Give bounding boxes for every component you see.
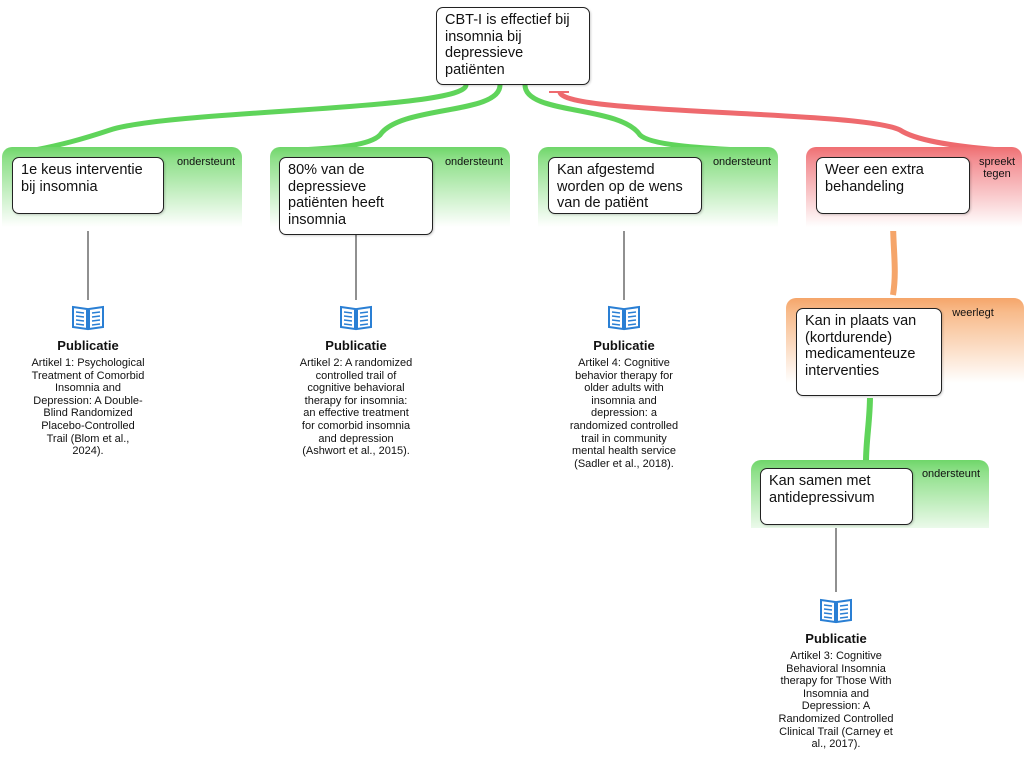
argument-node-3[interactable]: Kan afgestemd worden op de wens van de p… xyxy=(548,157,702,214)
open-book-icon[interactable] xyxy=(819,596,853,624)
publication-text-3: Artikel 4: Cognitive behavior therapy fo… xyxy=(569,357,679,470)
publication-title-4: Publicatie xyxy=(805,631,867,646)
connector-rebuttal-support xyxy=(863,395,873,463)
relation-label-arg1: ondersteunt xyxy=(176,156,236,168)
root-claim-node[interactable]: CBT-I is effectief bij insomnia bij depr… xyxy=(436,7,590,85)
argument-node-4[interactable]: Weer een extra behandeling xyxy=(816,157,970,214)
connector-root-arg3 xyxy=(522,84,741,153)
connector-arg4-rebuttal xyxy=(890,219,898,296)
support-rebuttal-node[interactable]: Kan samen met antidepressivum xyxy=(760,468,913,525)
relation-label-arg4: spreekt tegen xyxy=(978,156,1016,180)
publication-text-1: Artikel 1: Psychological Treatment of Co… xyxy=(31,357,145,458)
open-book-icon[interactable] xyxy=(71,303,105,331)
publication-title-1: Publicatie xyxy=(57,338,119,353)
publication-title-3: Publicatie xyxy=(593,338,655,353)
publication-title-2: Publicatie xyxy=(325,338,387,353)
open-book-icon[interactable] xyxy=(607,303,641,331)
relation-label-arg2: ondersteunt xyxy=(444,156,504,168)
open-book-icon[interactable] xyxy=(339,303,373,331)
argument-node-2[interactable]: 80% van de depressieve patiënten heeft i… xyxy=(279,157,433,235)
connector-root-arg2 xyxy=(299,84,503,153)
relation-label-rebuttal: weerlegt xyxy=(952,307,994,319)
relation-label-arg3: ondersteunt xyxy=(712,156,772,168)
relation-label-support: ondersteunt xyxy=(921,468,981,480)
connector-root-arg4 xyxy=(557,90,1001,153)
argument-node-1[interactable]: 1e keus interventie bij insomnia xyxy=(12,157,164,214)
rebuttal-node[interactable]: Kan in plaats van (kortdurende) medicame… xyxy=(796,308,942,396)
connector-root-arg1 xyxy=(34,83,469,153)
publication-text-2: Artikel 2: A randomized controlled trail… xyxy=(299,357,413,458)
publication-text-4: Artikel 3: Cognitive Behavioral Insomnia… xyxy=(778,650,894,751)
